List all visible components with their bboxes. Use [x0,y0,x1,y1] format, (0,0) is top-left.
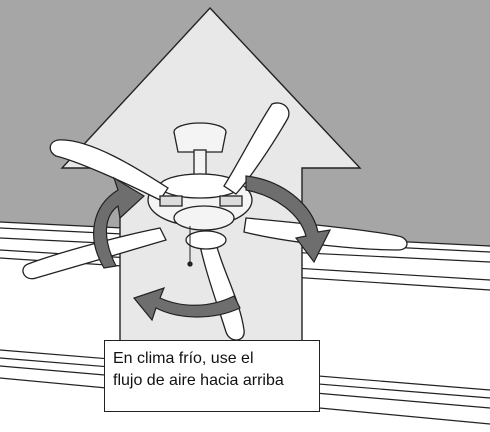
ceiling-fan-icon [22,102,408,341]
caption-line-2: flujo de aire hacia arriba [113,372,284,389]
rotation-arrow-icon [93,175,332,322]
caption-line-1: En clima frío, use el [113,350,254,367]
caption-box: En clima frío, use el flujo de aire haci… [104,340,320,412]
